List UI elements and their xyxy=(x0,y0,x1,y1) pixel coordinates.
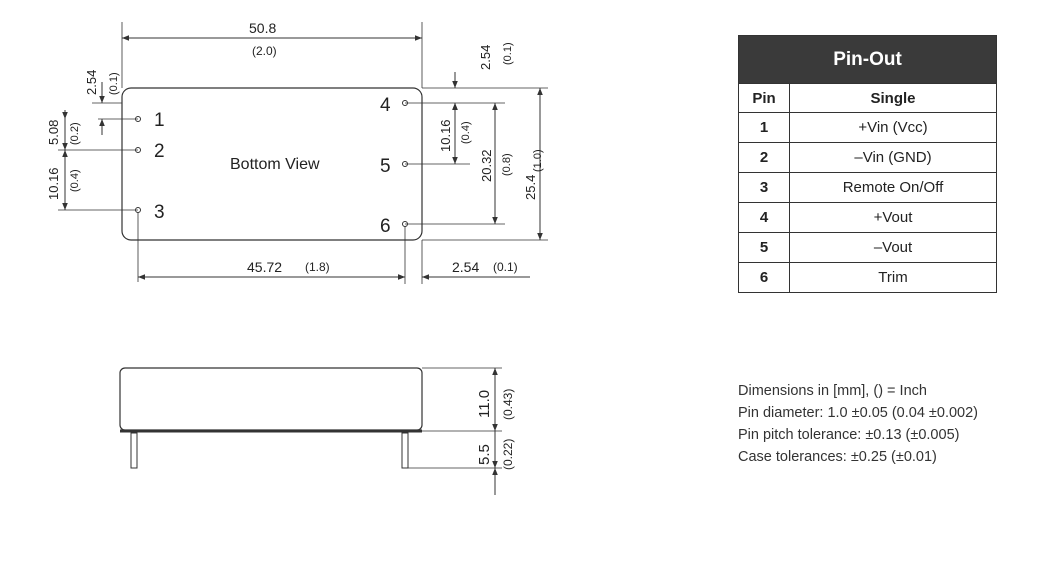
dim-height-in: (1.0) xyxy=(532,149,544,172)
table-row: 1 +Vin (Vcc) xyxy=(738,112,997,143)
pinout-table: Pin-Out Pin Single 1 +Vin (Vcc) 2 –Vin (… xyxy=(738,35,997,293)
dim-case-height-mm: 11.0 xyxy=(476,390,493,418)
dim-right-pin-offset-mm: 2.54 xyxy=(478,45,493,70)
dim-pin-length-mm: 5.5 xyxy=(476,444,493,465)
dim-pin46-pitch-in: (0.8) xyxy=(501,153,513,176)
svg-text:2: 2 xyxy=(154,141,165,162)
bottom-view-label: Bottom View xyxy=(230,156,320,173)
module-side-outline xyxy=(119,367,423,431)
pin-cell: 3 xyxy=(738,172,790,203)
dim-row-spacing-in: (1.8) xyxy=(305,260,330,274)
svg-text:3: 3 xyxy=(154,202,165,223)
side-pin-left xyxy=(130,432,138,469)
svg-text:5: 5 xyxy=(380,156,391,177)
dim-right-edge-mm: 2.54 xyxy=(452,259,479,275)
note-units: Dimensions in [mm], () = Inch xyxy=(738,383,927,399)
function-cell: +Vin (Vcc) xyxy=(789,112,997,143)
dim-right-pin-offset-in: (0.1) xyxy=(502,42,514,65)
function-cell: +Vout xyxy=(789,202,997,233)
dim-case-height-in: (0.43) xyxy=(501,389,515,420)
dim-row-spacing-mm: 45.72 xyxy=(247,259,282,275)
dim-pin13-pitch-in: (0.4) xyxy=(69,169,81,192)
table-row: 5 –Vout xyxy=(738,232,997,263)
svg-text:4: 4 xyxy=(380,95,391,116)
table-row: 4 +Vout xyxy=(738,202,997,233)
pin-cell: 1 xyxy=(738,112,790,143)
note-pin-pitch-tolerance: Pin pitch tolerance: ±0.13 (±0.005) xyxy=(738,427,960,443)
pinout-title: Pin-Out xyxy=(738,35,997,84)
mechanical-drawing: 1 2 3 4 5 6 Bottom View 50.8 (2.0) 2.54 … xyxy=(46,20,548,495)
dim-pin46-pitch-mm: 20.32 xyxy=(479,149,494,182)
pin-cell: 4 xyxy=(738,202,790,233)
dim-pin-length-in: (0.22) xyxy=(501,439,515,470)
svg-text:1: 1 xyxy=(154,110,165,131)
dim-pin12-pitch-mm: 5.08 xyxy=(46,120,61,145)
function-cell: –Vout xyxy=(789,232,997,263)
table-row: 2 –Vin (GND) xyxy=(738,142,997,173)
table-row: 6 Trim xyxy=(738,262,997,293)
pin-cell: 6 xyxy=(738,262,790,293)
dim-width-in: (2.0) xyxy=(252,44,277,58)
note-case-tolerances: Case tolerances: ±0.25 (±0.01) xyxy=(738,449,937,465)
pinout-col-pin: Pin xyxy=(738,83,790,113)
pinout-col-single: Single xyxy=(789,83,997,113)
pin-cell: 2 xyxy=(738,142,790,173)
dim-right-edge-in: (0.1) xyxy=(493,260,518,274)
table-row: 3 Remote On/Off xyxy=(738,172,997,203)
svg-text:6: 6 xyxy=(380,216,391,237)
dim-width-mm: 50.8 xyxy=(249,20,276,36)
side-pin-right xyxy=(401,432,409,469)
function-cell: Trim xyxy=(789,262,997,293)
function-cell: Remote On/Off xyxy=(789,172,997,203)
dim-pin45-pitch-mm: 10.16 xyxy=(438,119,453,152)
dimension-notes: Dimensions in [mm], () = Inch Pin diamet… xyxy=(738,380,978,468)
note-pin-diameter: Pin diameter: 1.0 ±0.05 (0.04 ±0.002) xyxy=(738,405,979,421)
function-cell: –Vin (GND) xyxy=(789,142,997,173)
dim-pin13-pitch-mm: 10.16 xyxy=(46,167,61,200)
dim-height-mm: 25.4 xyxy=(523,175,538,200)
dim-pin45-pitch-in: (0.4) xyxy=(460,121,472,144)
dim-top-pin-offset-in: (0.1) xyxy=(108,72,120,95)
pin-cell: 5 xyxy=(738,232,790,263)
dim-top-pin-offset-mm: 2.54 xyxy=(84,70,99,95)
dim-pin12-pitch-in: (0.2) xyxy=(69,122,81,145)
